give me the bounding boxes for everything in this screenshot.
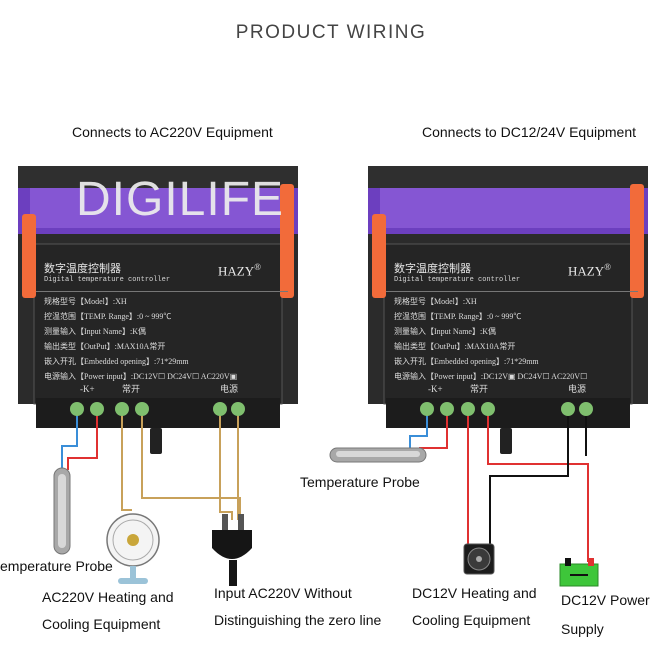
left-spec-line: 测量输入【Input Name】:K偶	[44, 327, 146, 336]
right-spec-line: 输出类型【OutPut】:MAX10A常开	[394, 342, 516, 351]
left-terminal-relay-label: 常开	[122, 384, 141, 394]
right-fan-label-line2: Cooling Equipment	[412, 612, 531, 628]
right-terminal-screw	[561, 402, 575, 416]
right-terminal-k-label: -K+	[428, 384, 443, 394]
right-device-name-en: Digital temperature controller	[394, 276, 521, 284]
left-brand-mark: ®	[254, 262, 261, 272]
left-temperature-probe	[53, 467, 71, 555]
left-clip-right	[280, 184, 294, 298]
right-psu-label-line2: Supply	[561, 621, 604, 637]
left-power-label-line1: Input AC220V Without	[214, 585, 352, 601]
left-terminal-k-label: -K+	[80, 384, 95, 394]
left-spec-line: 嵌入开孔【Embedded opening】:71*29mm	[44, 357, 189, 366]
left-heading: Connects to AC220V Equipment	[72, 124, 273, 140]
left-spec-line: 输出类型【OutPut】:MAX10A常开	[44, 342, 166, 351]
right-terminal-power-label: 电源	[568, 384, 587, 394]
left-spec-line: 规格型号【Model】:XH	[44, 297, 127, 306]
right-clip-right	[630, 184, 644, 298]
left-terminal-screw	[90, 402, 104, 416]
left-brand-name: HAZY	[218, 263, 255, 279]
right-spec-list: 规格型号【Model】:XH 控温范围【TEMP. Range】:0 ~ 999…	[394, 294, 587, 384]
right-spec-line: 控温范围【TEMP. Range】:0 ~ 999℃	[394, 312, 522, 321]
right-terminal-relay-label: 常开	[470, 384, 489, 394]
left-clip-left	[22, 214, 36, 298]
left-fan-label-line2: Cooling Equipment	[42, 616, 161, 632]
right-fan-label-line1: DC12V Heating and	[412, 585, 537, 601]
right-dc-fan	[463, 543, 495, 575]
left-terminal-power-label: 电源	[220, 384, 239, 394]
right-device-name-cn: 数字温度控制器	[394, 263, 471, 275]
right-clip-left	[372, 214, 386, 298]
right-power-input-line: 电源输入【Power input】:DC12V▣ DC24V☐ AC220V☐	[394, 372, 588, 381]
right-terminal-screw	[420, 402, 434, 416]
watermark: DIGILIFE	[76, 173, 285, 226]
left-terminal-screw	[115, 402, 129, 416]
right-brand-mark: ®	[604, 262, 611, 272]
left-power-label-line2: Distinguishing the zero line	[214, 612, 382, 628]
left-terminal-screw	[70, 402, 84, 416]
right-terminal-screw	[440, 402, 454, 416]
left-terminal-screw	[231, 402, 245, 416]
left-controller	[18, 166, 298, 454]
left-terminal-screw	[213, 402, 227, 416]
right-spec-line: 测量输入【Input Name】:K偶	[394, 327, 496, 336]
left-device-name-cn: 数字温度控制器	[44, 263, 121, 275]
left-wires	[61, 410, 241, 520]
left-probe-label: emperature Probe	[0, 558, 113, 574]
right-probe-label: Temperature Probe	[300, 474, 420, 490]
right-terminal-screw	[461, 402, 475, 416]
left-fan	[106, 513, 160, 584]
right-power-supply	[559, 558, 599, 587]
left-device-name-en: Digital temperature controller	[44, 276, 171, 284]
right-terminal-screw	[579, 402, 593, 416]
left-terminal-screw	[135, 402, 149, 416]
right-spec-line: 规格型号【Model】:XH	[394, 297, 477, 306]
left-fan-label-line1: AC220V Heating and	[42, 589, 174, 605]
left-brand: HAZY®	[218, 262, 261, 279]
right-brand: HAZY®	[568, 262, 611, 279]
left-power-input-line: 电源输入【Power input】:DC12V☐ DC24V☐ AC220V▣	[44, 372, 238, 381]
right-wires	[409, 410, 589, 562]
right-psu-label-line1: DC12V Power	[561, 592, 650, 608]
right-brand-name: HAZY	[568, 263, 605, 279]
left-spec-list: 规格型号【Model】:XH 控温范围【TEMP. Range】:0 ~ 999…	[44, 294, 237, 384]
right-terminal-screw	[481, 402, 495, 416]
left-spec-line: 控温范围【TEMP. Range】:0 ~ 999℃	[44, 312, 172, 321]
right-spec-line: 嵌入开孔【Embedded opening】:71*29mm	[394, 357, 539, 366]
right-heading: Connects to DC12/24V Equipment	[422, 124, 637, 140]
left-power-plug	[212, 514, 252, 586]
page-title: PRODUCT WIRING	[235, 22, 427, 43]
right-temperature-probe	[329, 447, 427, 463]
